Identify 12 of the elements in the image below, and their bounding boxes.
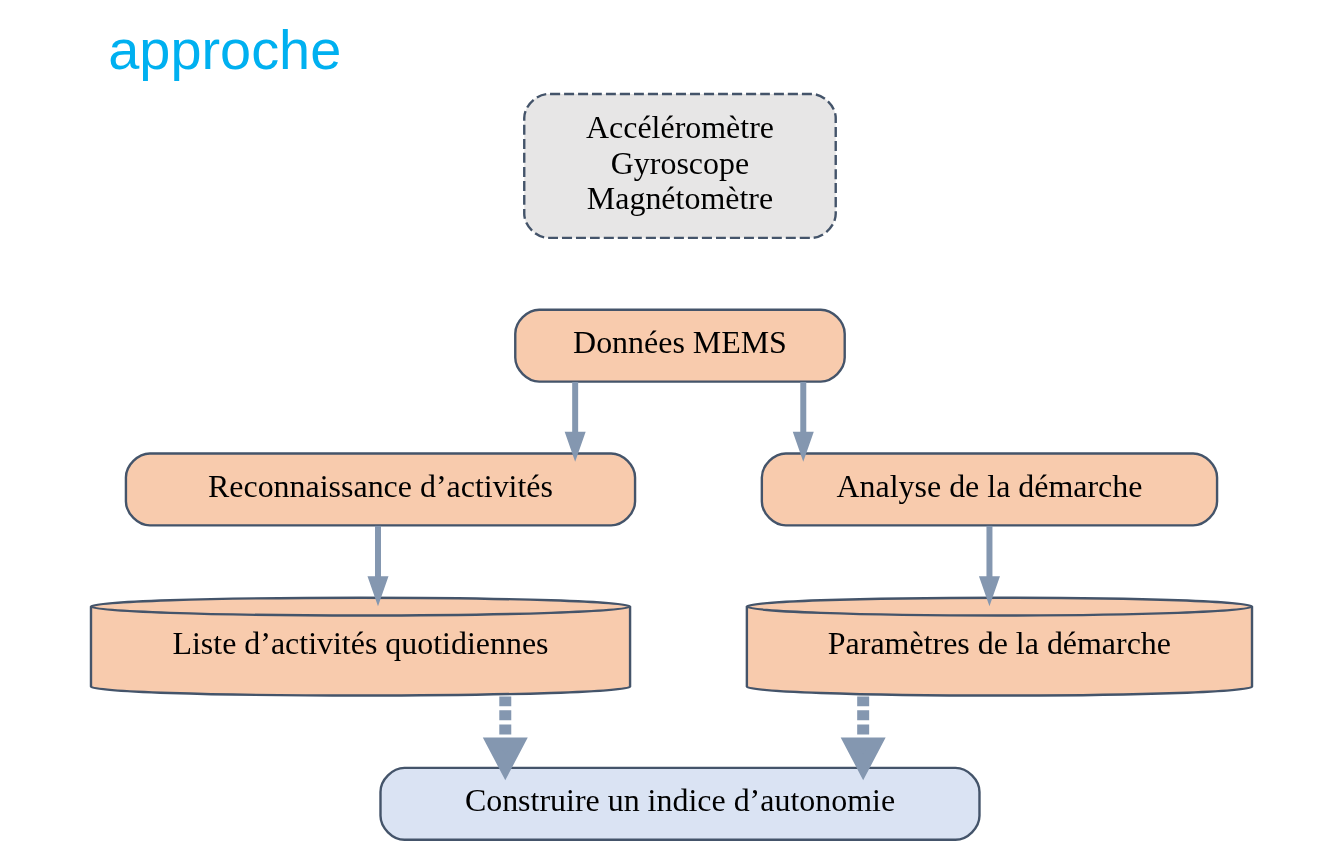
arrow xyxy=(367,525,388,607)
arrow xyxy=(482,696,528,781)
node-box: Reconnaissance d’activités xyxy=(124,452,636,527)
arrow xyxy=(792,381,814,462)
diagram-title: approche xyxy=(107,17,341,81)
node-box: Données MEMS xyxy=(513,308,846,383)
node-box: Accéléromètre Gyroscope Magnétomètre xyxy=(522,92,837,239)
arrow xyxy=(840,696,886,781)
arrow xyxy=(564,381,586,462)
node-box: Construire un indice d’autonomie xyxy=(378,766,981,841)
node-box: Analyse de la démarche xyxy=(760,452,1218,527)
arrow xyxy=(978,525,1000,607)
